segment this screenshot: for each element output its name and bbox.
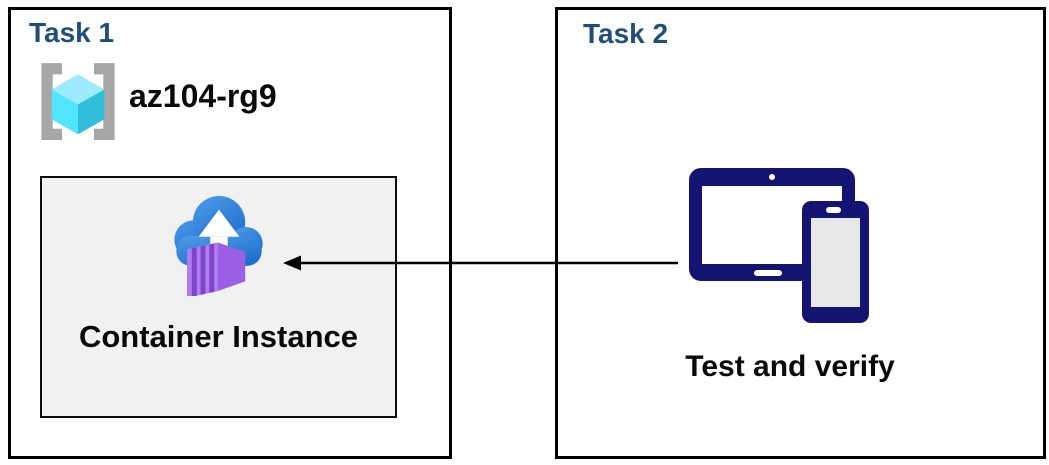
rg-cube-right-face bbox=[78, 89, 105, 135]
task2-title: Task 2 bbox=[583, 18, 669, 49]
rg-left-bracket bbox=[41, 63, 63, 140]
resource-group-icon bbox=[33, 61, 123, 147]
resource-group-name: az104-rg9 bbox=[129, 78, 277, 114]
rg-right-bracket bbox=[93, 63, 115, 140]
test-and-verify-label: Test and verify bbox=[685, 350, 895, 383]
aci-container-box bbox=[186, 242, 245, 298]
task1-box: Task 1 az104-rg9 bbox=[8, 7, 452, 459]
container-instance-box: Container Instance bbox=[40, 176, 397, 418]
task1-title: Task 1 bbox=[29, 17, 115, 48]
container-instance-label: Container Instance bbox=[78, 319, 359, 354]
container-instance-icon bbox=[170, 193, 267, 301]
devices-tablet-phone-icon bbox=[688, 167, 870, 330]
rg-cube-left-face bbox=[51, 89, 78, 135]
task2-box: Task 2 Test and verify bbox=[555, 7, 1046, 459]
phone-icon bbox=[802, 201, 869, 323]
